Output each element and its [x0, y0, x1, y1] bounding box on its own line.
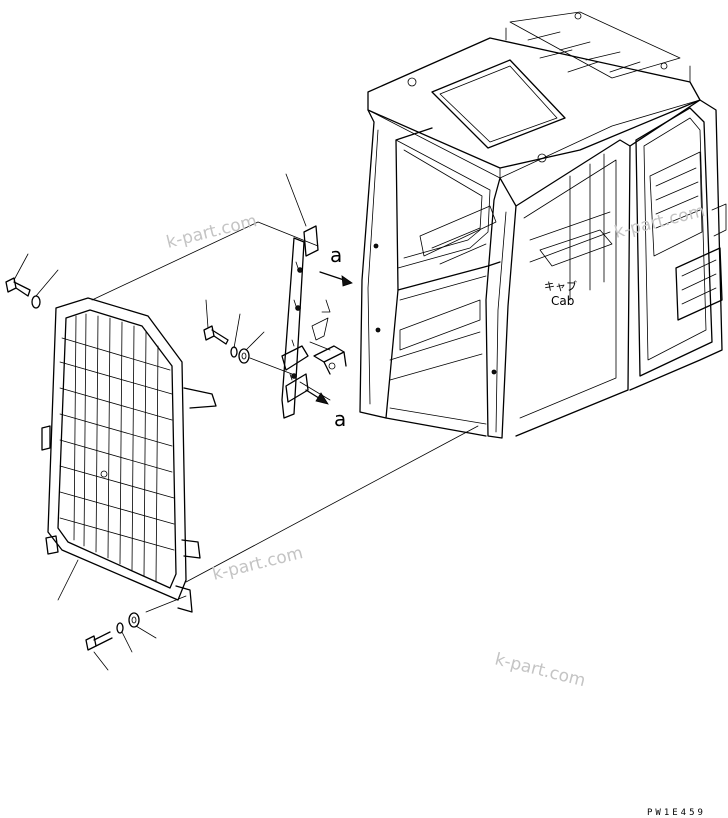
pin-clamp	[311, 317, 347, 375]
washer-upper-left	[31, 295, 41, 309]
watermark: k-part.com	[164, 211, 259, 253]
cab-label-jp: キャブ	[544, 279, 577, 293]
ref-arrow-upper	[319, 271, 353, 287]
washer-lower-2	[128, 612, 140, 628]
bolt-middle	[203, 325, 229, 345]
ref-label-a-upper: a	[330, 243, 342, 267]
washer-middle-2	[238, 348, 250, 364]
washer-lower-1	[116, 622, 124, 634]
washer-middle-1	[230, 346, 238, 358]
guard-bracket	[281, 225, 319, 419]
watermark: k-part.com	[210, 543, 305, 585]
cab-label-en: Cab	[551, 294, 574, 308]
ref-label-a-lower: a	[334, 407, 346, 431]
ref-arrow-lower	[305, 389, 329, 405]
watermark: k-part.com	[493, 649, 588, 691]
assembly-lines	[13, 173, 479, 671]
drawing-code: PW1E459	[647, 808, 706, 818]
front-guard	[41, 297, 217, 613]
cab-assembly	[359, 11, 727, 439]
bolt-lower	[85, 631, 113, 651]
bolt-upper-left	[5, 277, 31, 297]
